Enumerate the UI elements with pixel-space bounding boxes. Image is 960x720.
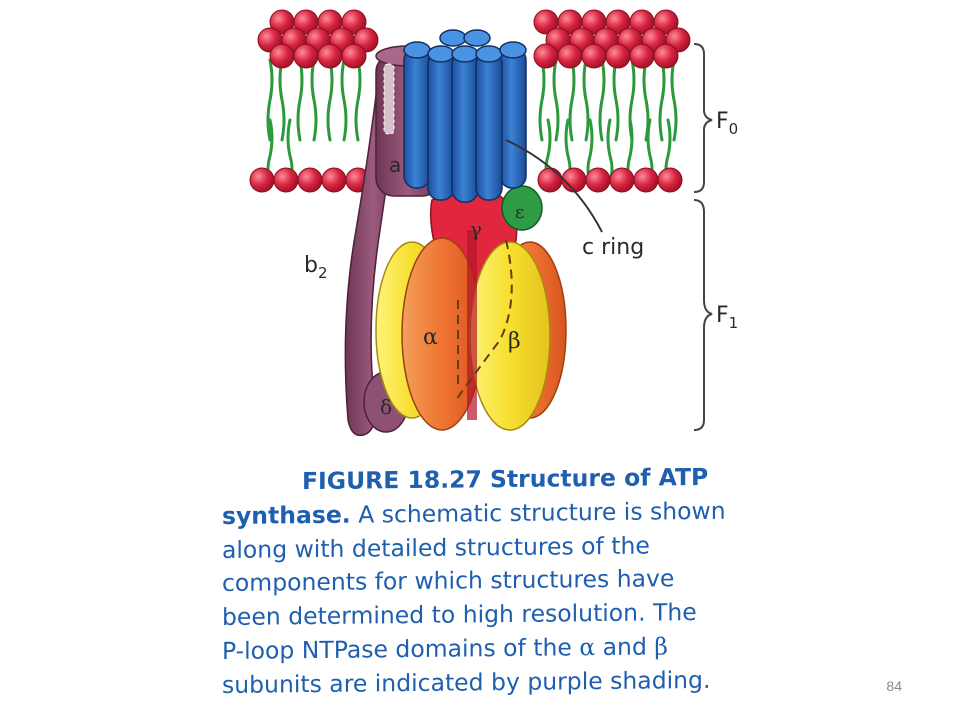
caption-line-6: P-loop NTPase domains of the α and β: [222, 632, 668, 665]
lipid-head: [341, 9, 367, 35]
slide-number: 84: [886, 678, 902, 694]
lipid-head: [585, 167, 611, 193]
f1-brace: [693, 199, 713, 431]
lipid-head: [609, 167, 635, 193]
lipid-head: [653, 43, 679, 69]
lipid-head: [653, 9, 679, 35]
caption-line-5: been determined to high resolution. The: [222, 598, 697, 632]
lipid-head: [249, 167, 275, 193]
caption-line-1: FIGURE 18.27 Structure of ATP: [222, 461, 742, 500]
label-c-ring: c ring: [582, 235, 644, 260]
lipid-head: [273, 167, 299, 193]
label-beta: β: [508, 329, 521, 354]
caption-heading: FIGURE 18.27 Structure of ATP: [302, 462, 709, 496]
caption-heading-cont: synthase.: [222, 500, 351, 530]
lipid-head: [297, 167, 323, 193]
figure-caption: FIGURE 18.27 Structure of ATP synthase. …: [222, 461, 742, 703]
label-f1: F1: [716, 303, 738, 332]
lipid-head: [533, 43, 559, 69]
label-f0: F0: [716, 109, 738, 138]
c-ring-pointer: [505, 139, 603, 233]
epsilon-subunit: [501, 185, 543, 231]
lipid-head: [561, 167, 587, 193]
lipid-head: [557, 43, 583, 69]
label-gamma: γ: [470, 217, 482, 241]
label-epsilon: ε: [515, 202, 524, 223]
caption-line-7: subunits are indicated by purple shading…: [222, 665, 711, 699]
caption-text: A schematic structure is shown: [350, 496, 726, 529]
lipid-head: [341, 43, 367, 69]
label-delta: δ: [380, 395, 392, 419]
lipid-head: [537, 167, 563, 193]
lipid-head: [581, 43, 607, 69]
f1-head: [375, 230, 567, 431]
lipid-head: [269, 43, 295, 69]
caption-line-4: components for which structures have: [222, 564, 675, 598]
lipid-head: [321, 167, 347, 193]
lipid-head: [629, 43, 655, 69]
lipid-head: [633, 167, 659, 193]
lipid-head: [293, 43, 319, 69]
label-alpha: α: [423, 325, 438, 350]
lipid-head: [317, 43, 343, 69]
f0-brace: [693, 43, 713, 193]
membrane-heads: [249, 9, 691, 193]
caption-line-2: synthase. A schematic structure is shown: [222, 494, 742, 533]
label-a: a: [389, 153, 401, 177]
c-ring: [403, 29, 527, 203]
caption-line-3: along with detailed structures of the: [222, 531, 650, 564]
lipid-head: [605, 43, 631, 69]
lipid-head: [657, 167, 683, 193]
label-b2: b2: [304, 253, 328, 282]
